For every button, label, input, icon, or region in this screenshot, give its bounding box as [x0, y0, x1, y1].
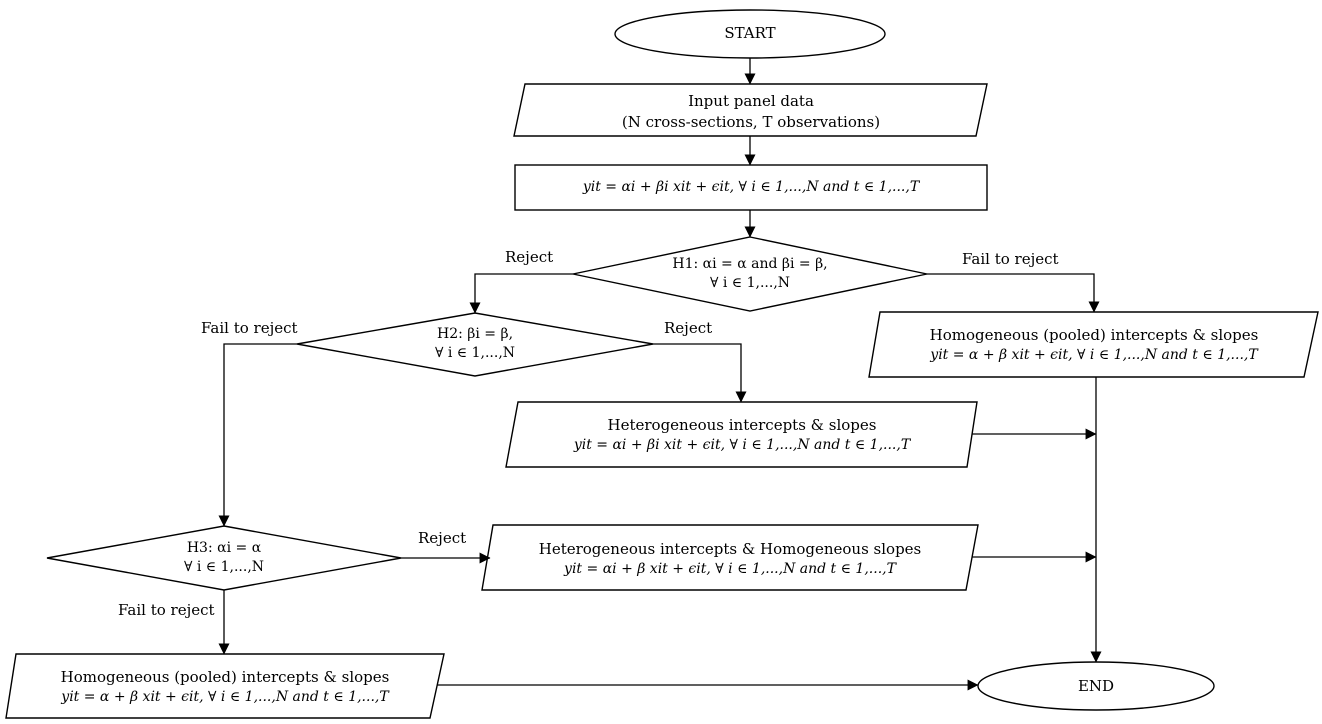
- h1-line1: H1: αi = α and βi = β,: [672, 256, 828, 272]
- edge-label-h3-fail: Fail to reject: [118, 601, 215, 619]
- input-title: Input panel data: [688, 92, 814, 110]
- edge-label-h3-reject: Reject: [418, 529, 467, 547]
- het-both-node: Heterogeneous intercepts & slopes yit = …: [506, 415, 978, 455]
- edge-label-h1-reject: Reject: [505, 248, 554, 266]
- pooled-bottom-formula: yit = α + β xit + ϵit, ∀ i ∈ 1,...,N and…: [61, 689, 389, 705]
- het-both-node-shape: [505, 401, 978, 468]
- het-both-formula: yit = αi + βi xit + ϵit, ∀ i ∈ 1,...,N a…: [573, 437, 911, 453]
- pooled-right-formula: yit = α + β xit + ϵit, ∀ i ∈ 1,...,N and…: [930, 347, 1258, 363]
- start-label: START: [724, 24, 776, 42]
- input-node-shape: [513, 83, 988, 137]
- h2-node: H2: βi = β, ∀ i ∈ 1,...,N: [375, 325, 575, 363]
- input-node: Input panel data (N cross-sections, T ob…: [520, 91, 982, 133]
- pooled-bottom-node: Homogeneous (pooled) intercepts & slopes…: [6, 667, 444, 707]
- h1-node: H1: αi = α and βi = β, ∀ i ∈ 1,...,N: [630, 255, 870, 293]
- het-int-title: Heterogeneous intercepts & Homogeneous s…: [538, 540, 922, 558]
- pooled-right-node: Homogeneous (pooled) intercepts & slopes…: [872, 325, 1316, 365]
- pooled-bottom-node-shape: [5, 653, 445, 719]
- het-both-title: Heterogeneous intercepts & slopes: [607, 416, 877, 434]
- model-node-shape: [514, 164, 988, 211]
- h3-line1: H3: αi = α: [186, 540, 262, 556]
- model-formula: yit = αi + βi xit + ϵit, ∀ i ∈ 1,...,N a…: [582, 179, 920, 195]
- pooled-bottom-title: Homogeneous (pooled) intercepts & slopes: [60, 668, 390, 686]
- h1-line2: ∀ i ∈ 1,...,N: [709, 275, 791, 291]
- het-int-node-shape: [481, 524, 979, 591]
- edge-label-h1-fail: Fail to reject: [962, 250, 1059, 268]
- het-int-node: Heterogeneous intercepts & Homogeneous s…: [482, 539, 978, 579]
- start-node: START: [615, 23, 885, 44]
- het-int-formula: yit = αi + β xit + ϵit, ∀ i ∈ 1,...,N an…: [564, 561, 896, 577]
- end-node: END: [978, 676, 1214, 697]
- edge-h2-h3: [218, 343, 297, 527]
- h1-diamond-shape: [572, 236, 928, 312]
- h2-line1: H2: βi = β,: [436, 326, 514, 342]
- edge-h1-pooled-right: [927, 273, 1100, 313]
- model-node: yit = αi + βi xit + ϵit, ∀ i ∈ 1,...,N a…: [515, 177, 987, 198]
- edge-h2-het-both: [653, 343, 747, 403]
- pooled-right-title: Homogeneous (pooled) intercepts & slopes: [929, 326, 1259, 344]
- end-label: END: [1077, 677, 1115, 695]
- h3-line2: ∀ i ∈ 1,...,N: [183, 559, 265, 575]
- input-subtitle: (N cross-sections, T observations): [621, 113, 881, 131]
- edge-h1-h2: [469, 273, 573, 314]
- pooled-right-node-shape: [868, 311, 1319, 378]
- edge-label-h2-fail: Fail to reject: [201, 319, 298, 337]
- h2-line2: ∀ i ∈ 1,...,N: [434, 345, 516, 361]
- h3-node: H3: αi = α ∀ i ∈ 1,...,N: [124, 539, 324, 577]
- edge-label-h2-reject: Reject: [664, 319, 713, 337]
- h2-diamond-shape: [296, 312, 654, 377]
